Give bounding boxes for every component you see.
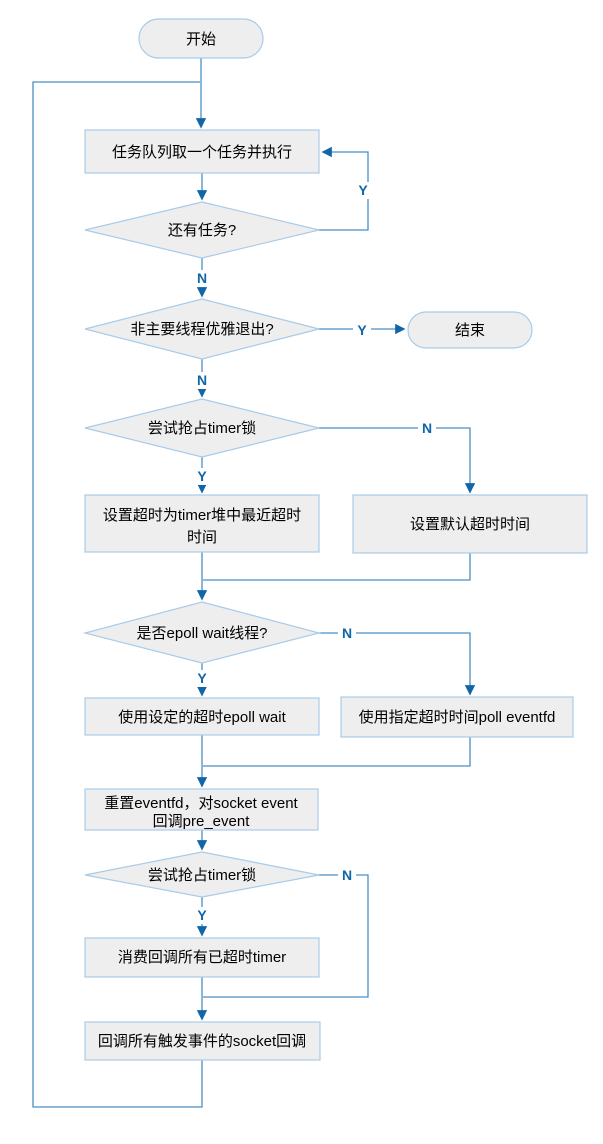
edges bbox=[32, 58, 476, 1108]
set-timeout-heap-label-line1: 设置超时为timer堆中最近超时 bbox=[103, 507, 301, 524]
edge-is-epoll-thread-no-to-poll-eventfd bbox=[319, 632, 476, 696]
node-set-timeout-heap: 设置超时为timer堆中最近超时 时间 bbox=[84, 494, 320, 553]
svg-text:Y: Y bbox=[197, 468, 207, 484]
poll-eventfd-process-shape bbox=[340, 696, 574, 738]
label-more-tasks-yes: Y bbox=[354, 182, 372, 199]
is-epoll-thread-label: 是否epoll wait线程? bbox=[137, 625, 268, 642]
node-epoll-wait: 使用设定的超时epoll wait bbox=[84, 697, 320, 736]
more-tasks-decision-shape bbox=[84, 201, 320, 259]
label-try-timer-lock-2-yes: Y bbox=[193, 907, 211, 924]
label-graceful-exit-no: N bbox=[193, 372, 211, 389]
poll-eventfd-label: 使用指定超时时间poll eventfd bbox=[359, 709, 556, 726]
start-terminator-shape bbox=[138, 18, 264, 59]
label-more-tasks-no: N bbox=[193, 270, 211, 287]
epoll-wait-label: 使用设定的超时epoll wait bbox=[118, 709, 286, 726]
reset-eventfd-label-line2: 回调pre_event bbox=[153, 813, 251, 830]
node-graceful-exit: 非主要线程优雅退出? bbox=[84, 298, 320, 360]
node-more-tasks: 还有任务? bbox=[84, 201, 320, 259]
node-is-epoll-thread: 是否epoll wait线程? bbox=[82, 601, 322, 664]
edge-set-default-timeout-merge bbox=[203, 553, 471, 581]
edge-try-timer-lock-1-no-to-set-default-timeout bbox=[319, 427, 476, 494]
node-poll-eventfd: 使用指定超时时间poll eventfd bbox=[340, 696, 574, 738]
set-timeout-heap-label-line2: 时间 bbox=[187, 529, 217, 546]
label-graceful-exit-yes: Y bbox=[353, 322, 371, 339]
svg-text:N: N bbox=[197, 372, 207, 388]
svg-text:Y: Y bbox=[358, 182, 368, 198]
try-timer-lock-1-label: 尝试抢占timer锁 bbox=[148, 419, 256, 437]
node-try-timer-lock-2: 尝试抢占timer锁 bbox=[84, 851, 320, 898]
take-task-process-shape bbox=[84, 129, 320, 174]
svg-text:N: N bbox=[422, 420, 432, 436]
node-socket-callbacks: 回调所有触发事件的socket回调 bbox=[84, 1021, 321, 1061]
consume-timers-process-shape bbox=[84, 937, 320, 978]
node-take-task: 任务队列取一个任务并执行 bbox=[84, 129, 320, 174]
graceful-exit-decision-shape bbox=[84, 298, 320, 360]
graceful-exit-label: 非主要线程优雅退出? bbox=[130, 321, 273, 338]
svg-text:N: N bbox=[342, 625, 352, 641]
consume-timers-label: 消费回调所有已超时timer bbox=[118, 949, 286, 966]
svg-text:N: N bbox=[197, 270, 207, 286]
edge-poll-eventfd-merge bbox=[203, 737, 471, 767]
socket-callbacks-process-shape bbox=[84, 1021, 321, 1061]
node-reset-eventfd: 重置eventfd，对socket event 回调pre_event bbox=[84, 788, 319, 831]
try-timer-lock-2-label: 尝试抢占timer锁 bbox=[148, 866, 256, 884]
label-try-timer-lock-1-no: N bbox=[418, 420, 436, 437]
epoll-wait-process-shape bbox=[84, 697, 320, 736]
is-epoll-thread-decision-shape bbox=[82, 601, 322, 664]
set-timeout-heap-process-shape bbox=[84, 494, 320, 553]
label-is-epoll-thread-no: N bbox=[338, 625, 356, 642]
end-label: 结束 bbox=[455, 322, 485, 339]
node-try-timer-lock-1: 尝试抢占timer锁 bbox=[84, 398, 320, 458]
socket-callbacks-label: 回调所有触发事件的socket回调 bbox=[98, 1033, 306, 1050]
reset-eventfd-label-line1: 重置eventfd，对socket event bbox=[104, 795, 298, 812]
node-consume-timers: 消费回调所有已超时timer bbox=[84, 937, 320, 978]
set-default-timeout-label: 设置默认超时时间 bbox=[410, 516, 530, 533]
edge-try-timer-lock-2-no-bypass bbox=[203, 874, 369, 998]
edge-labels: Y N Y N Y N Y N bbox=[193, 182, 436, 924]
start-label: 开始 bbox=[186, 31, 216, 48]
node-start: 开始 bbox=[138, 18, 264, 59]
label-try-timer-lock-1-yes: Y bbox=[193, 468, 211, 485]
label-try-timer-lock-2-no: N bbox=[338, 867, 356, 884]
svg-text:Y: Y bbox=[197, 670, 207, 686]
reset-eventfd-process-shape bbox=[84, 788, 319, 831]
set-default-timeout-process-shape bbox=[352, 494, 588, 554]
svg-text:N: N bbox=[342, 867, 352, 883]
svg-text:Y: Y bbox=[357, 322, 367, 338]
end-terminator-shape bbox=[407, 311, 533, 349]
svg-text:Y: Y bbox=[197, 907, 207, 923]
edge-socket-callbacks-loop-to-take-task bbox=[32, 81, 203, 1108]
try-timer-lock-2-decision-shape bbox=[84, 851, 320, 898]
take-task-label: 任务队列取一个任务并执行 bbox=[112, 144, 292, 161]
try-timer-lock-1-decision-shape bbox=[84, 398, 320, 458]
node-end: 结束 bbox=[407, 311, 533, 349]
node-set-default-timeout: 设置默认超时时间 bbox=[352, 494, 588, 554]
more-tasks-label: 还有任务? bbox=[168, 222, 236, 239]
label-is-epoll-thread-yes: Y bbox=[193, 670, 211, 687]
